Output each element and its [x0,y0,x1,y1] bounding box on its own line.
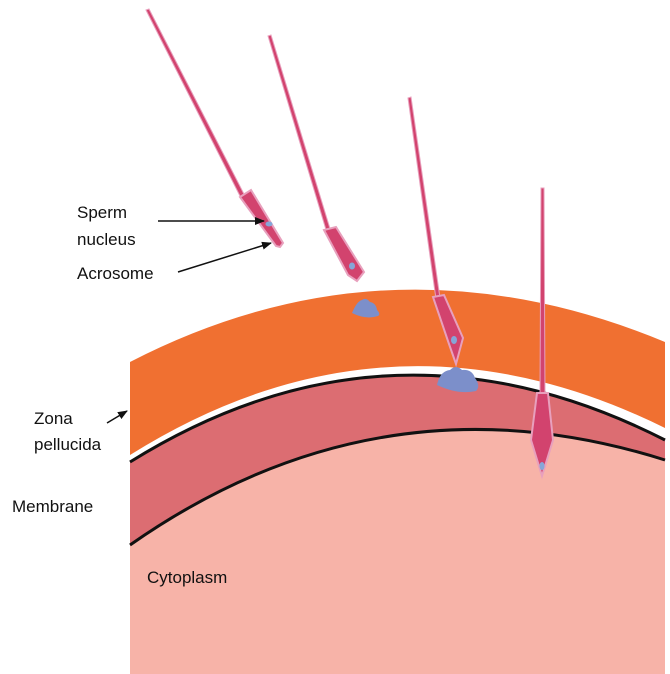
sperm-nucleus-label-line2: nucleus [77,231,136,248]
cytoplasm-label: Cytoplasm [147,569,227,586]
acrosome-label: Acrosome [77,265,154,282]
sperm-4-nucleus [540,462,545,470]
membrane-label: Membrane [12,498,93,515]
sperm-3-nucleus [451,336,457,344]
zona-pellucida-label-line1: Zona [34,410,73,427]
sperm-1 [146,9,283,247]
acrosome-arrow [178,243,271,272]
zona-pellucida-label-line2: pellucida [34,436,101,453]
sperm-1-nucleus [266,222,273,227]
sperm-nucleus-label-line1: Sperm [77,204,127,221]
zona-pellucida-arrow [107,411,127,423]
sperm-2-nucleus [349,263,355,270]
